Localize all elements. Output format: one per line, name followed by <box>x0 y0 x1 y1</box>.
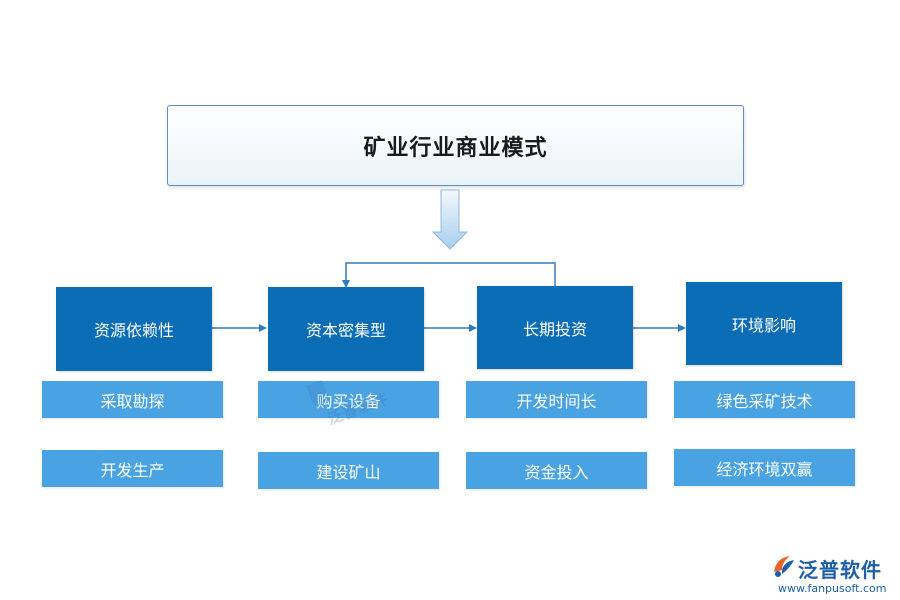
sub-box-label: 绿色采矿技术 <box>716 391 813 411</box>
down-arrow-icon <box>431 189 469 250</box>
sub-box-green-mining: 绿色采矿技术 <box>674 381 855 418</box>
sub-box-exploration: 采取勘探 <box>42 381 223 418</box>
main-box-resource-dependency: 资源依赖性 <box>56 287 212 371</box>
sub-box-label: 开发时间长 <box>516 391 597 411</box>
sub-box-production: 开发生产 <box>42 450 223 487</box>
main-box-label: 资本密集型 <box>305 321 386 340</box>
sub-box-win-win: 经济环境双赢 <box>674 449 855 486</box>
main-box-environmental-impact: 环境影响 <box>686 282 842 365</box>
title-box: 矿业行业商业模式 <box>167 105 744 186</box>
sub-box-capital-input: 资金投入 <box>466 452 647 489</box>
brand-logo-icon <box>774 556 794 577</box>
sub-box-label: 经济环境双赢 <box>716 459 813 479</box>
sub-box-label: 采取勘探 <box>100 391 165 411</box>
sub-box-build-mine: 建设矿山 <box>258 452 439 489</box>
brand: 泛普软件 www.fanpusoft.com <box>770 552 895 598</box>
sub-box-label: 开发生产 <box>100 460 165 480</box>
main-box-label: 资源依赖性 <box>93 321 174 340</box>
sub-box-label: 资金投入 <box>524 462 589 482</box>
main-box-label: 环境影响 <box>731 315 796 335</box>
brand-url: www.fanpusoft.com <box>778 582 887 595</box>
main-box-capital-intensive: 资本密集型 <box>268 287 424 371</box>
arrow-col3-to-col4 <box>633 324 686 332</box>
sub-box-label: 建设矿山 <box>316 462 381 482</box>
sub-box-buy-equipment: 购买设备 <box>258 381 439 418</box>
main-box-label: 长期投资 <box>522 319 587 339</box>
sub-box-label: 购买设备 <box>316 391 381 411</box>
watermark-logo-icon <box>306 380 330 416</box>
sub-box-long-development: 开发时间长 <box>466 381 647 418</box>
arrow-col2-to-col3 <box>424 324 477 332</box>
brand-name: 泛普软件 <box>798 558 882 582</box>
feedback-arrow-col3-to-col2 <box>342 262 556 288</box>
arrow-col1-to-col2 <box>212 324 267 332</box>
diagram-title: 矿业行业商业模式 <box>363 134 548 161</box>
main-box-long-term-investment: 长期投资 <box>477 286 633 369</box>
